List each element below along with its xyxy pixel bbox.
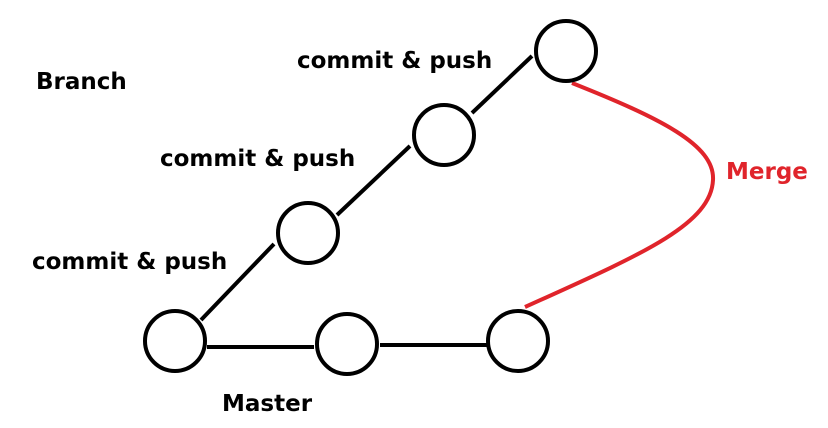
merge-curve: [524, 81, 716, 309]
commit-node-master-3: [486, 309, 550, 373]
commit-node-branch-2: [412, 103, 476, 167]
edge-branch-2-3: [470, 54, 534, 115]
commit-node-master-1: [143, 309, 207, 373]
edge-branch-0-1: [199, 242, 276, 322]
branch-label: Branch: [36, 69, 127, 95]
commit-label-2: commit & push: [160, 146, 355, 172]
merge-label: Merge: [726, 159, 808, 185]
commit-node-branch-3: [534, 19, 598, 83]
commit-node-master-2: [315, 312, 379, 376]
commit-label-3: commit & push: [32, 249, 227, 275]
edge-branch-1-2: [335, 144, 412, 217]
commit-node-branch-1: [276, 201, 340, 265]
commit-label-1: commit & push: [297, 48, 492, 74]
master-label: Master: [222, 391, 313, 417]
